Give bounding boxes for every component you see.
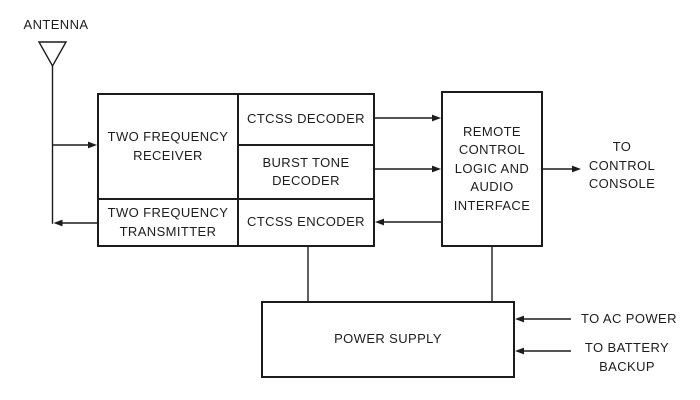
wire-burst-decoder-to-remote: [375, 165, 441, 173]
to-battery-backup-label: TO BATTERY BACKUP: [584, 340, 670, 374]
wire-remote-to-console: [543, 165, 581, 173]
box-two-frequency-transmitter: TWO FREQUENCY TRANSMITTER: [97, 198, 239, 247]
box-ctcss-decoder: CTCSS DECODER: [237, 93, 375, 146]
to-ac-power-label: TO AC POWER: [581, 311, 677, 326]
wire-ctcss-decoder-to-remote: [375, 114, 441, 122]
to-control-console-label: TO CONTROL CONSOLE: [588, 139, 656, 191]
wire-antenna-to-receiver: [52, 141, 97, 149]
box-power-supply: POWER SUPPLY: [261, 301, 515, 378]
wire-transmitter-to-antenna: [53, 219, 97, 227]
wire-ac-to-power: [515, 315, 571, 323]
box-ctcss-encoder: CTCSS ENCODER: [237, 198, 375, 247]
wire-remote-to-ctcss-encoder: [375, 218, 441, 226]
box-remote-control-logic: REMOTE CONTROL LOGIC AND AUDIO INTERFACE: [441, 91, 543, 247]
antenna-label: ANTENNA: [23, 17, 89, 32]
wire-battery-to-power: [515, 347, 571, 355]
box-two-frequency-receiver: TWO FREQUENCY RECEIVER: [97, 93, 239, 200]
antenna-icon: [37, 41, 68, 224]
box-burst-tone-decoder: BURST TONE DECODER: [237, 144, 375, 200]
